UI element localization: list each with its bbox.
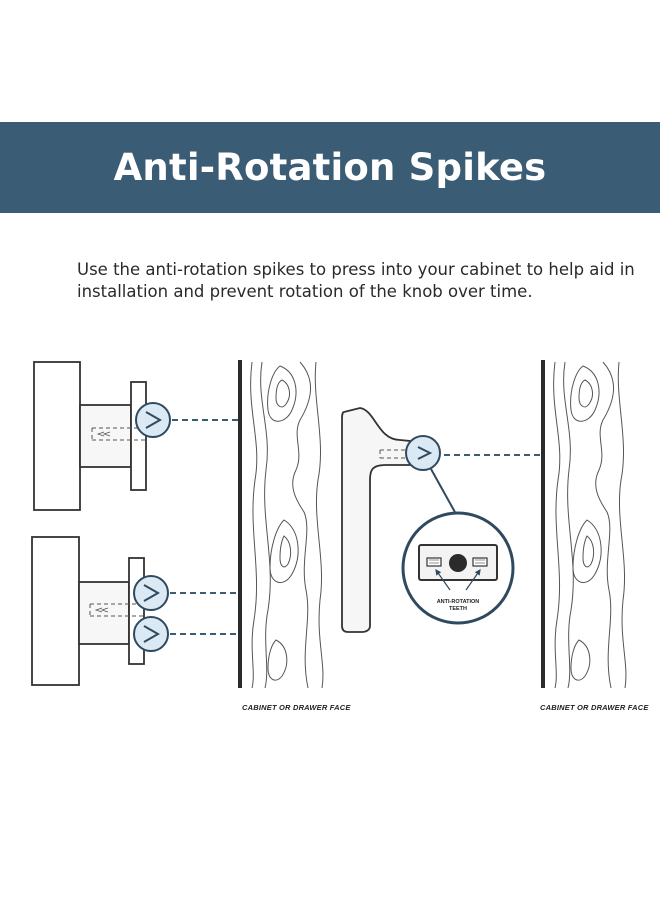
spike-highlight-right (405, 435, 441, 471)
spike-highlight-bottom-left-lower (133, 616, 169, 652)
spike-highlight-top-left (135, 402, 171, 438)
anti-rotation-teeth-callout: ANTI-ROTATION TEETH (401, 511, 515, 625)
page-title: Anti-Rotation Spikes (113, 146, 547, 189)
cabinet-face-left (238, 360, 324, 689)
title-banner: Anti-Rotation Spikes (0, 122, 660, 213)
description-text: Use the anti-rotation spikes to press in… (77, 260, 635, 301)
cabinet-face-right (541, 360, 627, 689)
knob-top-left (33, 361, 147, 511)
callout-connector (430, 468, 457, 515)
left-face-label: CABINET OR DRAWER FACE (242, 703, 351, 712)
right-face-label: CABINET OR DRAWER FACE (540, 703, 649, 712)
callout-label-line1: ANTI-ROTATION (437, 599, 480, 605)
knob-bottom-left (31, 536, 145, 686)
callout-label-line2: TEETH (449, 606, 467, 612)
knob-right (341, 407, 412, 633)
installation-diagram: ANTI-ROTATION TEETH (31, 360, 627, 689)
spike-highlight-bottom-left-upper (133, 575, 169, 611)
